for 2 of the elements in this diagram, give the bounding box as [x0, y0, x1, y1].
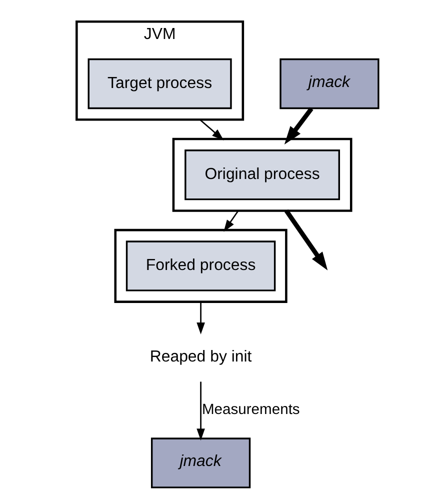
node-text: Reaped by init	[149, 348, 252, 366]
edge-label: Measurements	[201, 402, 300, 418]
